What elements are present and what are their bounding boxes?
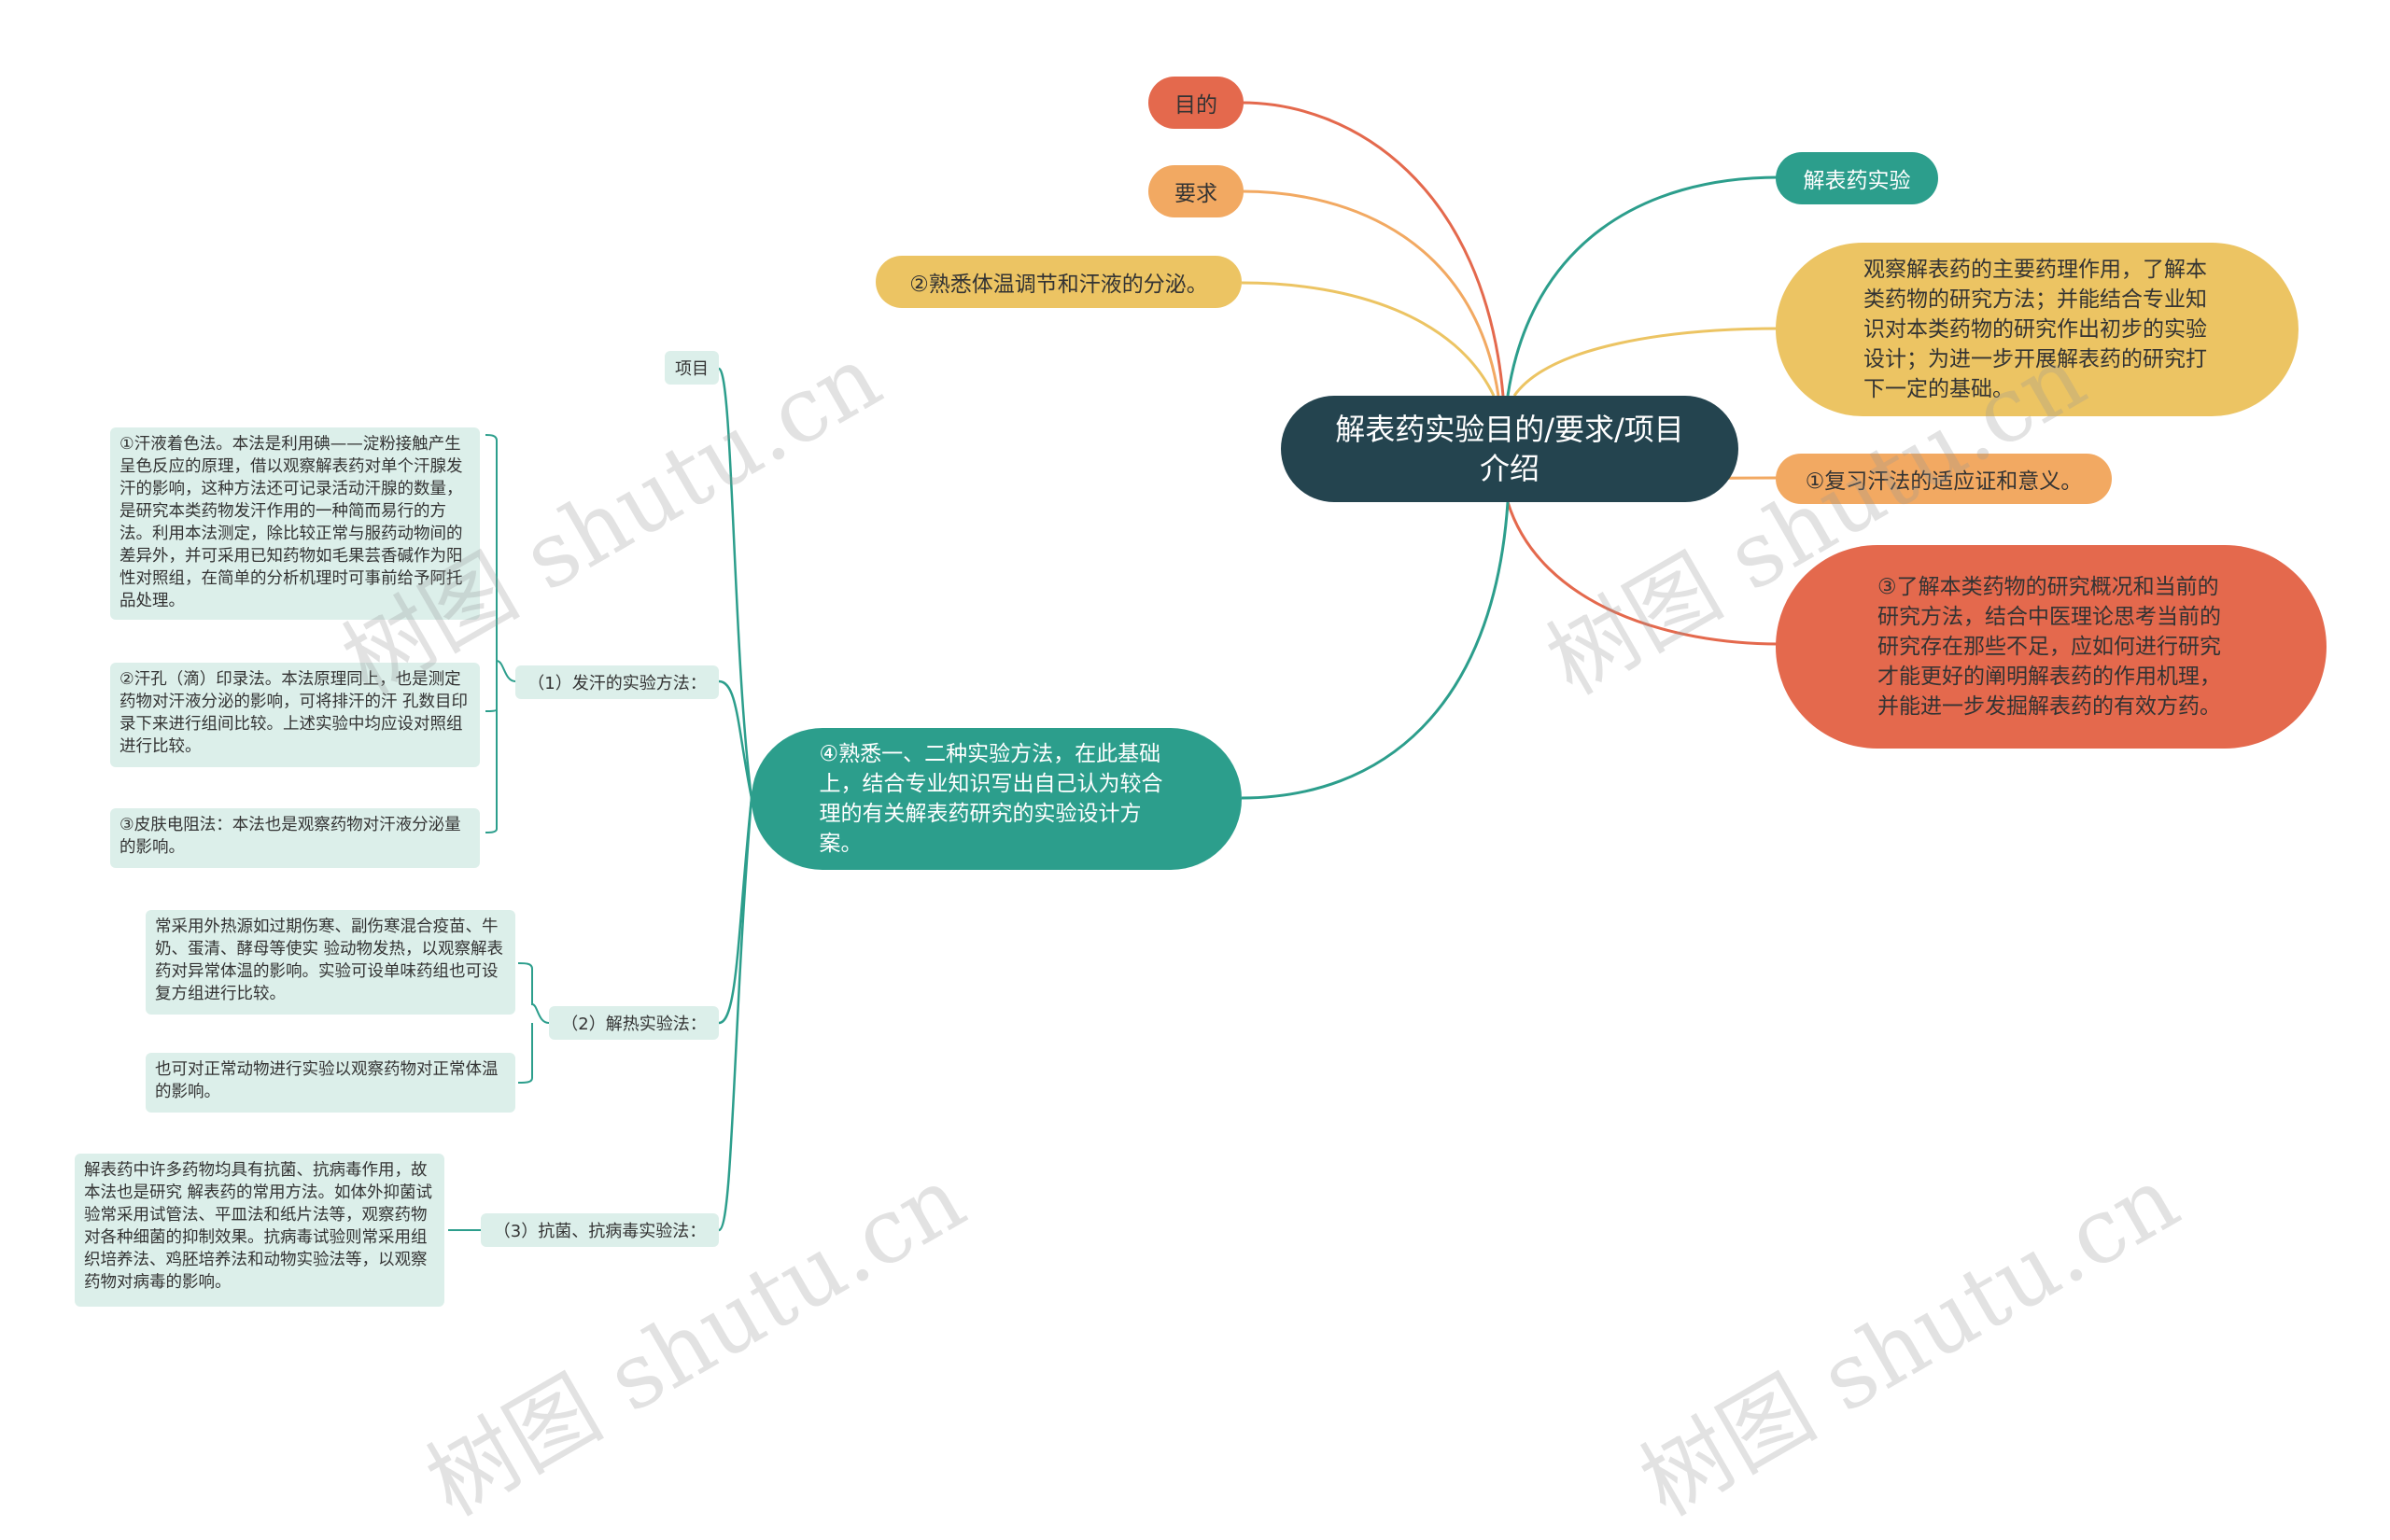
link-jiebiao-shiyan [1506,175,1779,397]
branch-shuxi-tiwen-label: ②熟悉体温调节和汗液的分泌。 [909,273,1208,297]
jiere-item-2-text: 也可对正常动物进行实验以观察药物对正常体温的影响。 [155,1060,499,1101]
bracket-fahan [485,434,516,833]
project-label[interactable]: 项目 [665,351,719,385]
link-kangjun [718,797,753,1232]
jiere-item-1: 常采用外热源如过期伤寒、副伤寒混合疫苗、牛奶、蛋清、酵母等使实 验动物发热，以观… [146,910,515,1015]
jiere-item-1-text: 常采用外热源如过期伤寒、副伤寒混合疫苗、牛奶、蛋清、酵母等使实 验动物发热，以观… [155,917,504,1003]
branch-shuxi-fangfa-label: ④熟悉一、二种实验方法，在此基础上，结合专业知识写出自己认为较合理的有关解表药研… [819,742,1163,856]
kangjun-label-text: （3）抗菌、抗病毒实验法： [493,1222,707,1241]
fahan-item-3: ③皮肤电阻法：本法也是观察药物对汗液分泌量的影响。 [110,808,480,868]
kangjun-label[interactable]: （3）抗菌、抗病毒实验法： [481,1213,719,1247]
link-tiwen [1241,281,1496,397]
fahan-item-3-text: ③皮肤电阻法：本法也是观察药物对汗液分泌量的影响。 [120,816,461,857]
link-jiere [718,797,753,1025]
mind-map: 解表药实验目的/要求/项目介绍 目的 要求 ②熟悉体温调节和汗液的分泌。 解表药… [75,77,2327,1536]
fahan-label[interactable]: （1）发汗的实验方法： [515,665,719,699]
branch-jiebiao-shiyan[interactable]: 解表药实验 [1776,152,1938,204]
center-topic-label: 解表药实验目的/要求/项目介绍 [1335,412,1684,486]
fahan-item-1-text: ①汗液着色法。本法是利用碘——淀粉接触产生呈色反应的原理，借以观察解表药对单个汗… [120,435,463,610]
branch-guancha[interactable]: 观察解表药的主要药理作用，了解本类药物的研究方法；并能结合专业知识对本类药物的研… [1776,243,2299,416]
jiere-item-2: 也可对正常动物进行实验以观察药物对正常体温的影响。 [146,1053,515,1113]
link-shuxi-fangfa [1241,501,1510,800]
fahan-label-text: （1）发汗的实验方法： [527,674,707,693]
branch-liaojie-label: ③了解本类药物的研究概况和当前的研究方法，结合中医理论思考当前的研究存在那些不足… [1877,575,2221,719]
kangjun-item-1-text: 解表药中许多药物均具有抗菌、抗病毒作用，故本法也是研究 解表药的常用方法。如体外… [84,1161,433,1292]
jiere-label-text: （2）解热实验法： [561,1015,707,1034]
project-label-text: 项目 [675,359,709,379]
branch-shuxi-tiwen[interactable]: ②熟悉体温调节和汗液的分泌。 [876,256,1242,308]
link-mudi [1241,101,1505,397]
branch-liaojie[interactable]: ③了解本类药物的研究概况和当前的研究方法，结合中医理论思考当前的研究存在那些不足… [1776,545,2327,749]
fahan-item-2-text: ②汗孔（滴）印录法。本法原理同上，也是测定药物对汗液分泌的影响，可将排汗的汗 孔… [120,670,469,756]
link-yaoqiu [1241,189,1500,397]
link-xiangmu [717,367,753,799]
branch-fuxi-hanfa-label: ①复习汗法的适应证和意义。 [1805,469,2083,494]
bracket-jiere [517,962,550,1084]
fahan-item-1: ①汗液着色法。本法是利用碘——淀粉接触产生呈色反应的原理，借以观察解表药对单个汗… [110,427,480,620]
branch-yaoqiu[interactable]: 要求 [1148,165,1244,217]
link-fahan [718,679,753,799]
branch-mudi[interactable]: 目的 [1148,77,1244,129]
branch-shuxi-fangfa[interactable]: ④熟悉一、二种实验方法，在此基础上，结合专业知识写出自己认为较合理的有关解表药研… [752,728,1242,870]
branch-fuxi-hanfa[interactable]: ①复习汗法的适应证和意义。 [1776,454,2112,504]
branch-yaoqiu-label: 要求 [1174,182,1217,206]
jiere-label[interactable]: （2）解热实验法： [549,1006,719,1040]
connector-lines [448,101,1779,1232]
branch-jiebiao-shiyan-label: 解表药实验 [1803,169,1911,193]
link-guancha [1512,327,1779,397]
fahan-item-2: ②汗孔（滴）印录法。本法原理同上，也是测定药物对汗液分泌的影响，可将排汗的汗 孔… [110,663,480,767]
link-liaojie [1506,501,1779,646]
branch-mudi-label: 目的 [1174,93,1217,118]
branch-guancha-label: 观察解表药的主要药理作用，了解本类药物的研究方法；并能结合专业知识对本类药物的研… [1863,258,2207,401]
center-topic[interactable]: 解表药实验目的/要求/项目介绍 [1281,396,1738,502]
kangjun-item-1: 解表药中许多药物均具有抗菌、抗病毒作用，故本法也是研究 解表药的常用方法。如体外… [75,1154,444,1307]
